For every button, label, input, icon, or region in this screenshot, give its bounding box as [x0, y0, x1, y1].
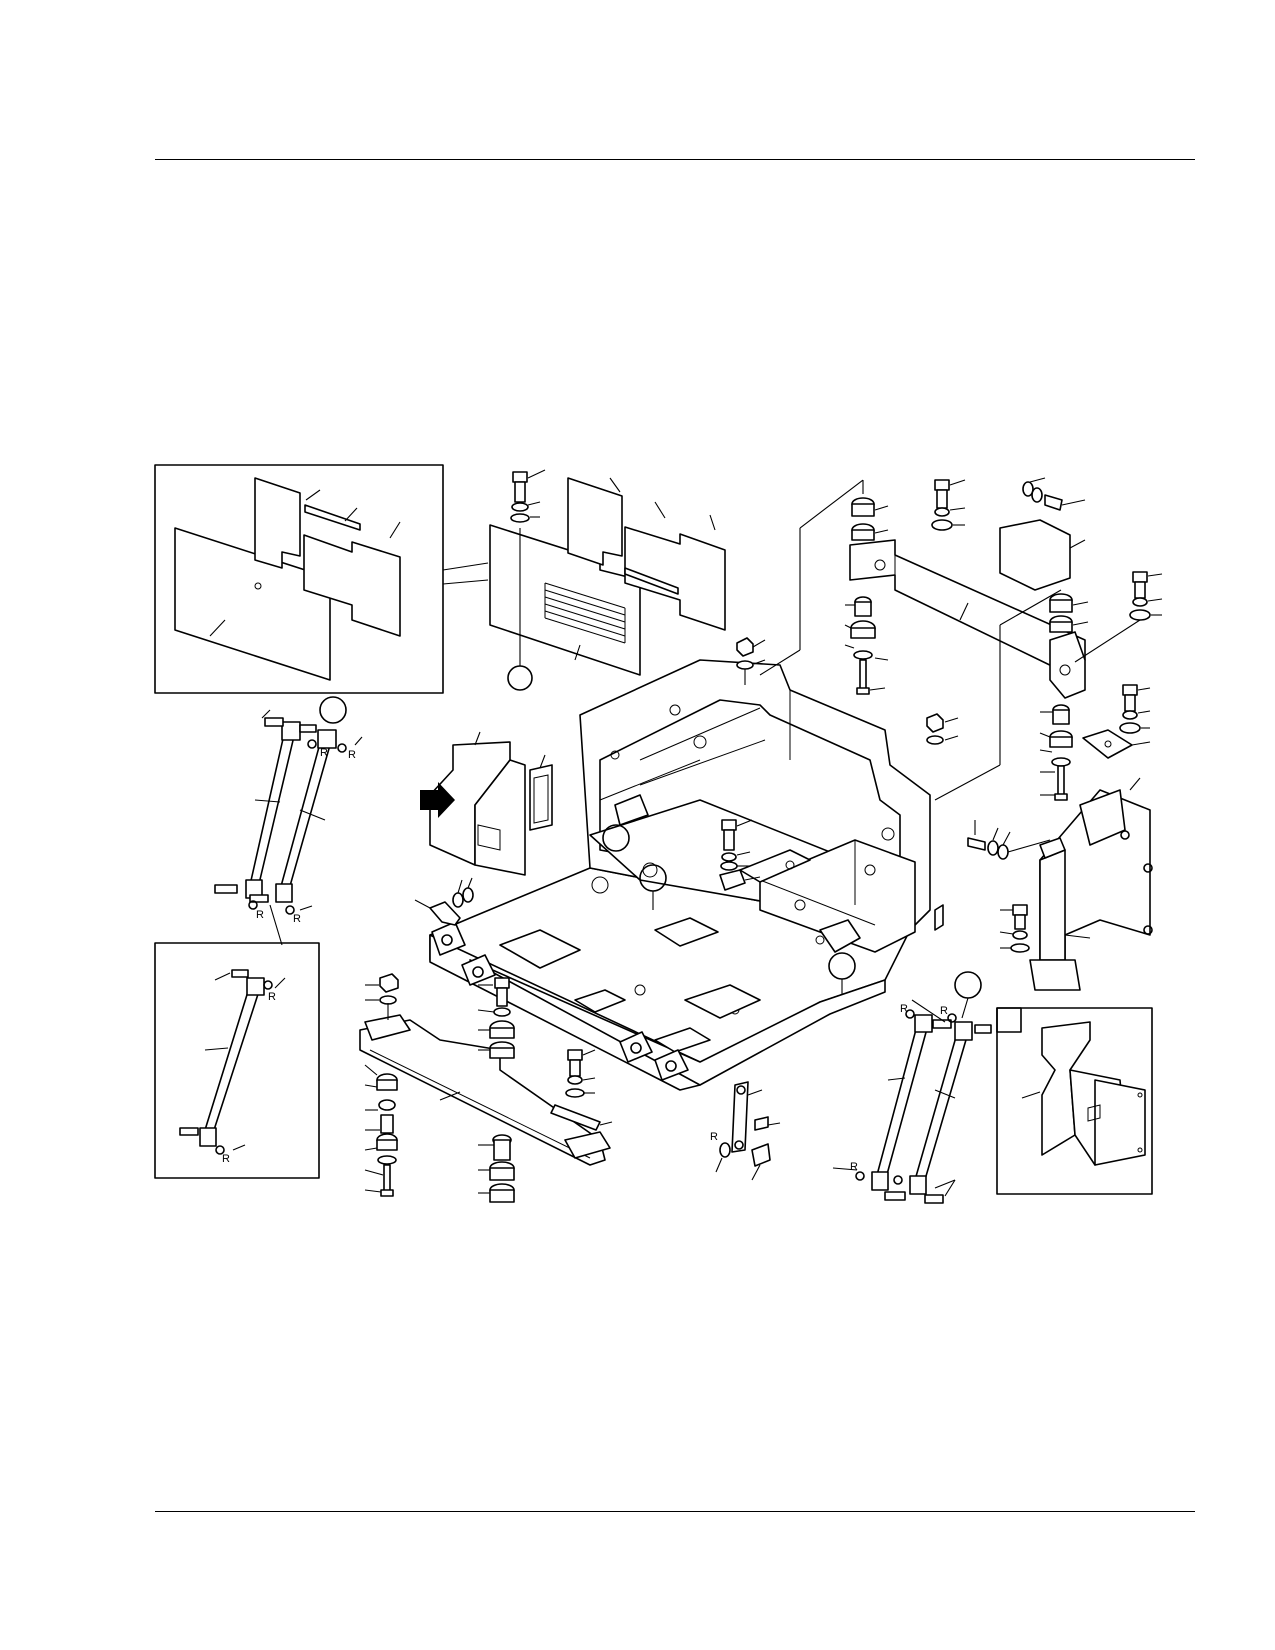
clip-mark: R — [348, 749, 356, 761]
clip-mark: R — [293, 913, 301, 925]
detail-box-cover — [996, 1007, 1153, 1195]
header-rule — [155, 159, 1195, 160]
post-bolt-washers — [967, 820, 1051, 953]
bolt-stack-1 — [510, 469, 546, 523]
footer-rule — [155, 1511, 1195, 1512]
nut-washer-right — [736, 637, 959, 745]
bolt-washers-left — [414, 877, 474, 926]
left-cover-assembly — [420, 731, 553, 876]
front-lever: R — [710, 1081, 781, 1181]
lower-pin-assembly — [550, 1049, 613, 1131]
bolt-stack-center — [719, 819, 761, 891]
clip-mark: R — [850, 1161, 858, 1173]
clip-mark: R — [900, 1003, 908, 1015]
far-right-bolt-stack — [1074, 571, 1163, 663]
left-strut-pair: R R R R — [214, 709, 363, 946]
detail-box-single-strut: R R — [154, 942, 320, 1179]
top-bolt-stack-center — [931, 479, 966, 531]
vent-grille — [544, 582, 626, 644]
detail-box-panels — [154, 464, 489, 694]
right-mount-stack — [934, 589, 1089, 801]
upper-right-beam — [849, 519, 1086, 699]
top-right-bolt-washers — [1022, 477, 1086, 511]
right-strut-pair: R R R — [832, 997, 992, 1204]
lower-left-mount — [359, 973, 611, 1197]
clip-mark: R — [710, 1131, 718, 1143]
top-mount-stack-left — [759, 479, 889, 695]
right-post-assembly — [1029, 684, 1153, 991]
lower-center-stack — [477, 977, 515, 1203]
clip-mark: R — [320, 747, 328, 759]
clip-mark: R — [268, 991, 276, 1003]
clip-mark: R — [256, 909, 264, 921]
upper-panel-group — [489, 477, 726, 691]
main-frame — [429, 659, 944, 1091]
clip-mark: R — [940, 1005, 948, 1017]
clip-mark: R — [222, 1153, 230, 1165]
